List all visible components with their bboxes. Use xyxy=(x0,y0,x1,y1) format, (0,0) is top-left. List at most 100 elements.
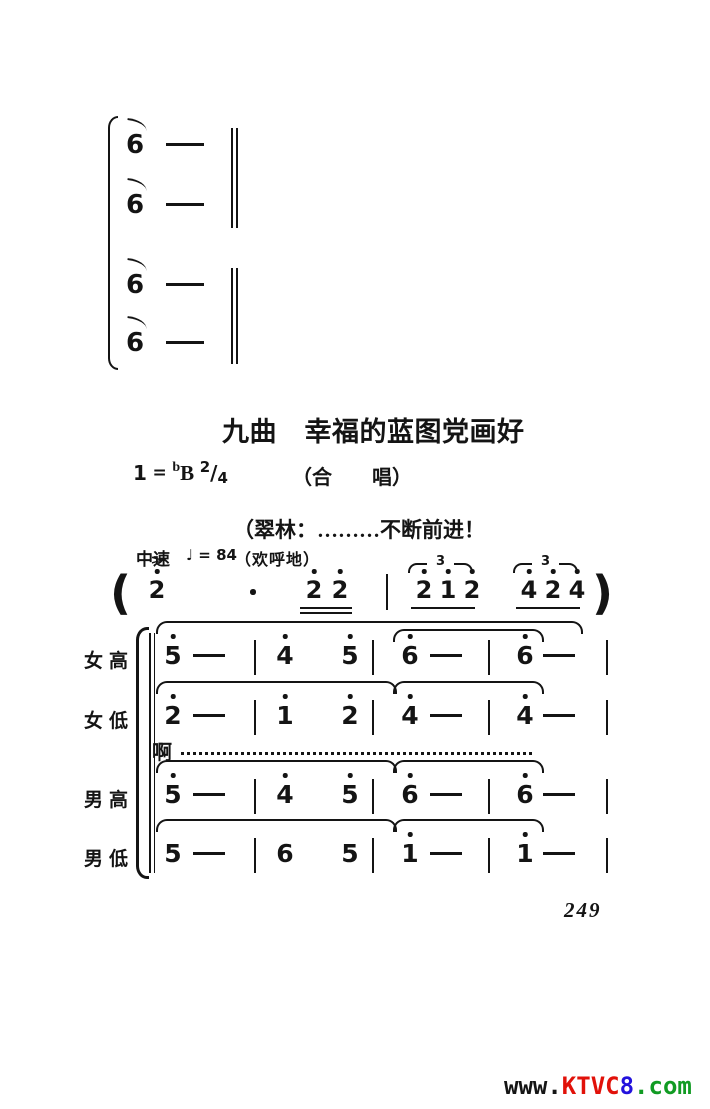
note-digit: 5 xyxy=(341,641,359,670)
tonic-number: 1 xyxy=(133,461,147,485)
double-barline xyxy=(236,128,238,228)
barline xyxy=(488,838,491,873)
note-digit: 4 xyxy=(520,576,538,604)
choir-note: 5 xyxy=(339,841,361,866)
slur xyxy=(393,819,544,832)
choir-note: 6 xyxy=(274,841,296,866)
choir-note: 2 xyxy=(339,694,361,730)
barline xyxy=(488,700,491,735)
choir-note: 4 xyxy=(399,694,421,730)
intro-note: 2 xyxy=(329,569,351,604)
barline xyxy=(254,640,257,675)
meter-numerator: 2 xyxy=(199,458,211,476)
choir-note: 6 xyxy=(399,634,421,668)
lyric-extension-dots xyxy=(181,747,532,755)
song-title: 九曲 幸福的蓝图党画好 xyxy=(222,417,525,447)
held-note: 6 xyxy=(124,330,146,356)
choir-note: 4 xyxy=(274,773,296,809)
note-digit: 2 xyxy=(331,576,349,604)
duration-dash xyxy=(166,283,204,287)
duration-dash xyxy=(430,852,462,856)
beam-line xyxy=(411,607,475,610)
barline xyxy=(606,779,609,814)
note-digit: 4 xyxy=(276,780,294,809)
intro-note: 4 xyxy=(518,569,540,604)
note-digit: 6 xyxy=(125,130,145,160)
watermark-segment: www. xyxy=(504,1072,562,1100)
slur xyxy=(156,760,397,773)
barline xyxy=(606,838,609,873)
watermark-segment: KTVC xyxy=(561,1072,620,1100)
slur xyxy=(156,681,397,694)
note-digit: 6 xyxy=(516,780,534,809)
double-barline xyxy=(231,268,233,364)
choir-note: 1 xyxy=(514,832,536,866)
duration-dash xyxy=(543,852,575,856)
note-digit: 2 xyxy=(164,701,182,730)
octave-dot xyxy=(154,569,160,574)
octave-dot xyxy=(347,694,353,699)
duration-dash xyxy=(543,793,575,797)
note-digit: 6 xyxy=(276,839,294,868)
octave-dot xyxy=(282,694,288,699)
choir-note: 5 xyxy=(339,634,361,670)
note-digit: 4 xyxy=(401,701,419,730)
key-signature: 1 = bB 2/4 xyxy=(133,458,228,487)
accent-mark: > xyxy=(150,552,164,568)
octave-dot xyxy=(347,634,353,639)
cue-text: （翠林：………不断前进！ xyxy=(233,518,485,542)
note-digit: 4 xyxy=(276,641,294,670)
note-digit: 2 xyxy=(415,576,433,604)
duration-dash xyxy=(543,714,575,718)
meter-denominator: 4 xyxy=(217,469,228,487)
held-note: 6 xyxy=(124,192,146,218)
barline xyxy=(488,640,491,675)
tuplet-number: 3 xyxy=(436,554,446,569)
note-digit: 6 xyxy=(125,270,145,300)
slur xyxy=(393,760,544,773)
intro-note: 2 xyxy=(413,569,435,604)
barline xyxy=(488,779,491,814)
choir-note: 5 xyxy=(339,773,361,809)
equals-sign: = xyxy=(152,463,167,483)
note-digit: 2 xyxy=(544,576,562,604)
system-start-line xyxy=(149,633,151,873)
note-digit: 5 xyxy=(341,780,359,809)
octave-dot xyxy=(522,832,528,837)
octave-dot xyxy=(282,634,288,639)
duration-dash xyxy=(543,654,575,658)
barline xyxy=(606,700,609,735)
octave-dot xyxy=(282,773,288,778)
tuplet-bracket-right xyxy=(454,563,473,573)
note-digit: 2 xyxy=(341,701,359,730)
tuplet-number: 3 xyxy=(541,554,551,569)
slur xyxy=(393,629,544,642)
intro-note: 2 xyxy=(303,569,325,602)
octave-dot xyxy=(407,832,413,837)
duration-dash xyxy=(166,143,204,147)
beam-line xyxy=(300,612,352,615)
barline xyxy=(372,838,375,873)
octave-dot xyxy=(550,569,556,574)
barline xyxy=(386,574,389,610)
double-barline xyxy=(236,268,238,364)
lyric-word: 啊 xyxy=(152,742,172,764)
note-digit: 1 xyxy=(401,839,419,868)
choir-system-brace xyxy=(136,627,149,879)
note-digit: 5 xyxy=(164,780,182,809)
open-paren: ( xyxy=(110,566,132,620)
barline xyxy=(372,640,375,675)
meter-slash: / xyxy=(210,461,218,485)
tuplet-bracket-right xyxy=(559,563,578,573)
barline xyxy=(254,779,257,814)
duration-dash xyxy=(193,654,225,658)
intro-note: 2 xyxy=(461,569,483,602)
barline xyxy=(606,640,609,675)
close-paren: ) xyxy=(592,566,614,620)
augmentation-dot xyxy=(250,589,256,595)
choir-note: 1 xyxy=(399,832,421,868)
note-digit: 1 xyxy=(439,576,457,604)
watermark-url: www.KTVC8.com xyxy=(504,1072,692,1100)
choir-note: 6 xyxy=(399,773,421,807)
